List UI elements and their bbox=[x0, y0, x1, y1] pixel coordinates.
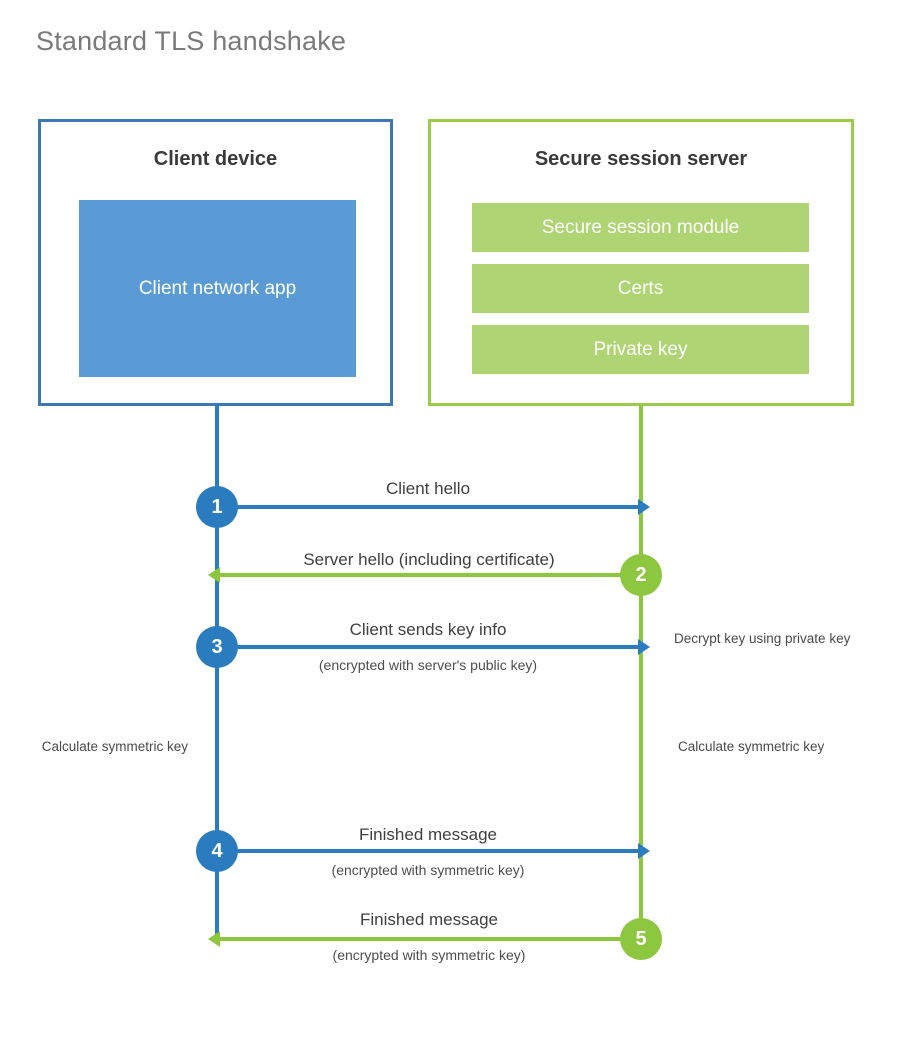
message-label-step-4: Finished message bbox=[359, 825, 497, 844]
step-badge-5: 5 bbox=[620, 918, 662, 960]
message-label-step-2: Server hello (including certificate) bbox=[303, 550, 555, 569]
server-lifeline bbox=[639, 406, 643, 942]
annotation-server-calculate-symmetric-key: Calculate symmetric key bbox=[678, 739, 825, 754]
message-sublabel-step-4: (encrypted with symmetric key) bbox=[331, 862, 525, 878]
arrow-head-right-icon bbox=[638, 499, 650, 515]
server-block-private-key: Private key bbox=[472, 325, 809, 374]
message-arrow-step-4 bbox=[217, 843, 650, 859]
page-title: Standard TLS handshake bbox=[36, 26, 347, 56]
message-label-step-5: Finished message bbox=[360, 910, 498, 929]
step-badge-3: 3 bbox=[196, 626, 238, 668]
client-lifeline bbox=[215, 406, 219, 942]
message-arrow-step-3 bbox=[217, 639, 650, 655]
arrow-shaft bbox=[219, 573, 639, 577]
arrow-head-left-icon bbox=[208, 931, 220, 947]
annotation-client-calculate-symmetric-key: Calculate symmetric key bbox=[41, 739, 188, 754]
arrow-shaft bbox=[219, 937, 639, 941]
client-device-title: Client device bbox=[153, 148, 278, 170]
message-arrow-step-5 bbox=[208, 931, 639, 947]
step-badge-4: 4 bbox=[196, 830, 238, 872]
client-network-app-block: Client network app bbox=[79, 200, 356, 377]
step-badge-2: 2 bbox=[620, 554, 662, 596]
arrow-shaft bbox=[217, 645, 639, 649]
message-label-step-3: Client sends key info bbox=[349, 620, 507, 639]
message-arrow-step-1 bbox=[217, 499, 650, 515]
step-badge-1: 1 bbox=[196, 486, 238, 528]
message-sublabel-step-5: (encrypted with symmetric key) bbox=[332, 947, 526, 963]
secure-session-server-title: Secure session server bbox=[534, 148, 748, 170]
annotation-server-decrypt-key: Decrypt key using private key bbox=[674, 631, 851, 646]
arrow-head-right-icon bbox=[638, 639, 650, 655]
arrow-shaft bbox=[217, 505, 639, 509]
secure-session-server-box: Secure session server Secure session mod… bbox=[428, 119, 854, 406]
arrow-head-left-icon bbox=[208, 567, 220, 583]
client-device-box: Client device Client network app bbox=[38, 119, 393, 406]
arrow-shaft bbox=[217, 849, 639, 853]
arrow-head-right-icon bbox=[638, 843, 650, 859]
server-block-certs: Certs bbox=[472, 264, 809, 313]
message-label-step-1: Client hello bbox=[385, 479, 471, 498]
message-sublabel-step-3: (encrypted with server's public key) bbox=[318, 657, 538, 673]
server-block-secure-session-module: Secure session module bbox=[472, 203, 809, 252]
message-arrow-step-2 bbox=[208, 567, 639, 583]
